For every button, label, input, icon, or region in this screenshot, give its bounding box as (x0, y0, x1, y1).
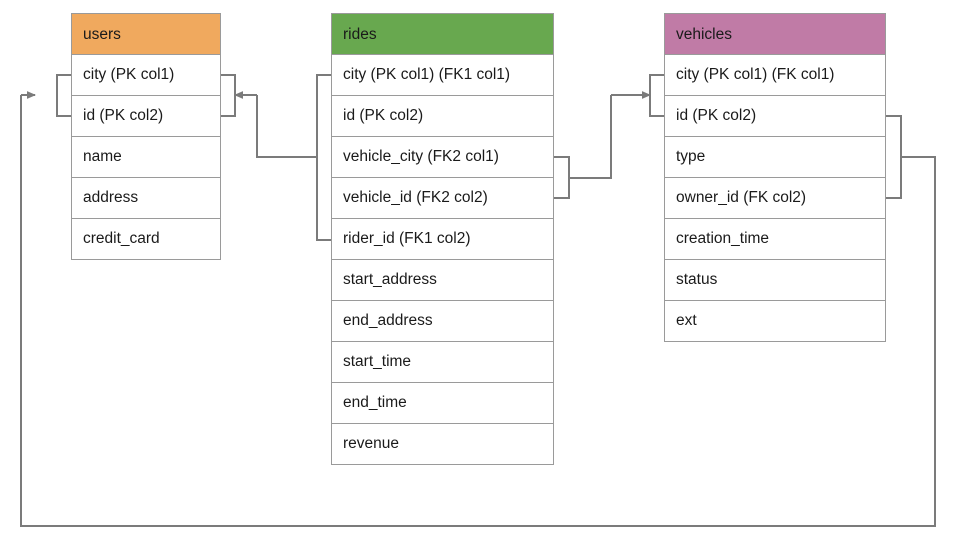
connector-rides-fk2-vehicles (554, 74, 664, 199)
column-vehicles-city[interactable]: city (PK col1) (FK col1) (664, 55, 886, 96)
column-rides-city[interactable]: city (PK col1) (FK1 col1) (331, 55, 554, 96)
column-rides-rider-id[interactable]: rider_id (FK1 col2) (331, 219, 554, 260)
entity-rides-title: rides (331, 13, 554, 55)
column-rides-start-time[interactable]: start_time (331, 342, 554, 383)
column-rides-start-address[interactable]: start_address (331, 260, 554, 301)
column-users-credit-card[interactable]: credit_card (71, 219, 221, 260)
entity-rides-columns: city (PK col1) (FK1 col1) id (PK col2) v… (331, 55, 554, 465)
entity-users[interactable]: users city (PK col1) id (PK col2) name a… (71, 13, 221, 260)
entity-vehicles-title: vehicles (664, 13, 886, 55)
column-rides-vehicle-city[interactable]: vehicle_city (FK2 col1) (331, 137, 554, 178)
column-vehicles-type[interactable]: type (664, 137, 886, 178)
column-rides-id[interactable]: id (PK col2) (331, 96, 554, 137)
column-vehicles-owner-id[interactable]: owner_id (FK col2) (664, 178, 886, 219)
column-vehicles-status[interactable]: status (664, 260, 886, 301)
entity-users-title: users (71, 13, 221, 55)
column-users-city[interactable]: city (PK col1) (71, 55, 221, 96)
column-vehicles-creation-time[interactable]: creation_time (664, 219, 886, 260)
entity-users-columns: city (PK col1) id (PK col2) name address… (71, 55, 221, 260)
entity-rides[interactable]: rides city (PK col1) (FK1 col1) id (PK c… (331, 13, 554, 465)
column-rides-vehicle-id[interactable]: vehicle_id (FK2 col2) (331, 178, 554, 219)
entity-vehicles-columns: city (PK col1) (FK col1) id (PK col2) ty… (664, 55, 886, 342)
column-users-address[interactable]: address (71, 178, 221, 219)
entity-vehicles[interactable]: vehicles city (PK col1) (FK col1) id (PK… (664, 13, 886, 342)
column-users-name[interactable]: name (71, 137, 221, 178)
column-rides-revenue[interactable]: revenue (331, 424, 554, 465)
connector-rides-fk1-users (221, 74, 331, 241)
column-rides-end-time[interactable]: end_time (331, 383, 554, 424)
column-rides-end-address[interactable]: end_address (331, 301, 554, 342)
column-vehicles-ext[interactable]: ext (664, 301, 886, 342)
column-users-id[interactable]: id (PK col2) (71, 96, 221, 137)
column-vehicles-id[interactable]: id (PK col2) (664, 96, 886, 137)
